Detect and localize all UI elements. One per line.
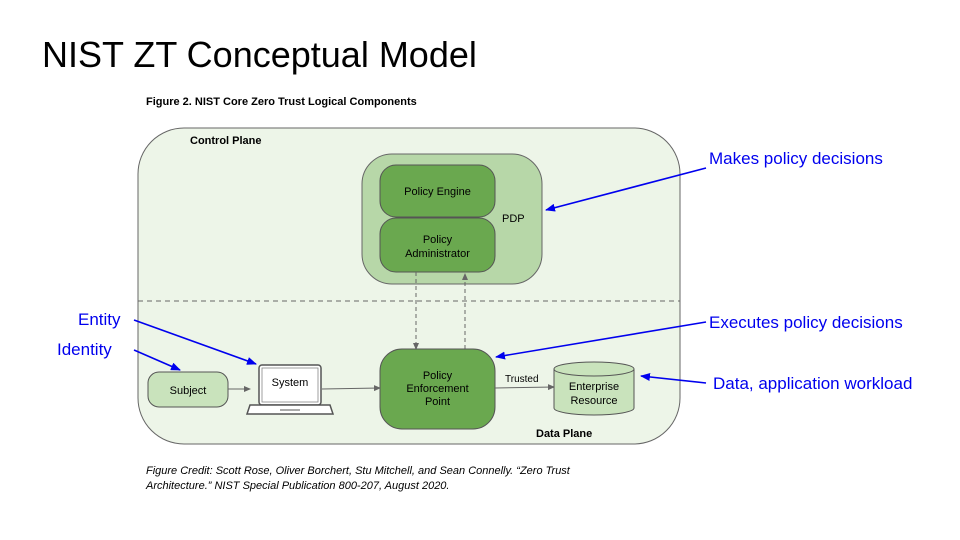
policy-engine-box <box>379 164 496 218</box>
system-label: System <box>272 377 309 389</box>
control-plane-label: Control Plane <box>190 135 262 147</box>
subject-label: Subject <box>170 385 207 397</box>
resource-label-2: Resource <box>570 395 617 407</box>
laptop-icon <box>245 364 335 415</box>
database-icon <box>553 361 635 416</box>
pdp-label: PDP <box>502 213 525 225</box>
annotation-executes-decisions: Executes policy decisions <box>709 313 903 332</box>
annotation-makes-decisions-arrow <box>545 167 707 212</box>
data-plane-label: Data Plane <box>536 428 592 440</box>
figure-credit-line-2: Architecture.” NIST Special Publication … <box>146 480 450 492</box>
annotation-executes-arrow <box>495 321 707 360</box>
resource-label-1: Enterprise <box>569 381 619 393</box>
annotation-data-workload: Data, application workload <box>713 374 912 393</box>
pep-label-1: Policy <box>423 370 453 382</box>
annotation-identity-arrow <box>133 349 181 371</box>
figure-caption: Figure 2. NIST Core Zero Trust Logical C… <box>146 96 417 108</box>
policy-engine-label: Policy Engine <box>404 186 471 198</box>
figure-credit: Figure Credit: Scott Rose, Oliver Borche… <box>146 464 666 494</box>
page-title: NIST ZT Conceptual Model <box>42 34 477 75</box>
pep-label-3: Point <box>425 396 450 408</box>
annotation-makes-decisions: Makes policy decisions <box>709 149 883 168</box>
figure-credit-line-1: Figure Credit: Scott Rose, Oliver Borche… <box>146 465 570 477</box>
annotation-entity-arrow <box>133 319 257 365</box>
annotation-entity: Entity <box>78 310 121 329</box>
policy-administrator-label-2: Administrator <box>405 248 470 260</box>
annotation-identity: Identity <box>57 340 112 359</box>
annotation-data-arrow <box>640 372 707 384</box>
policy-administrator-label-1: Policy <box>423 234 453 246</box>
system-to-pep-arrow <box>321 385 381 392</box>
trusted-label: Trusted <box>505 374 539 385</box>
pep-label-2: Enforcement <box>406 383 468 395</box>
policy-administrator-box <box>379 217 496 273</box>
pep-to-resource-arrow <box>494 384 555 391</box>
